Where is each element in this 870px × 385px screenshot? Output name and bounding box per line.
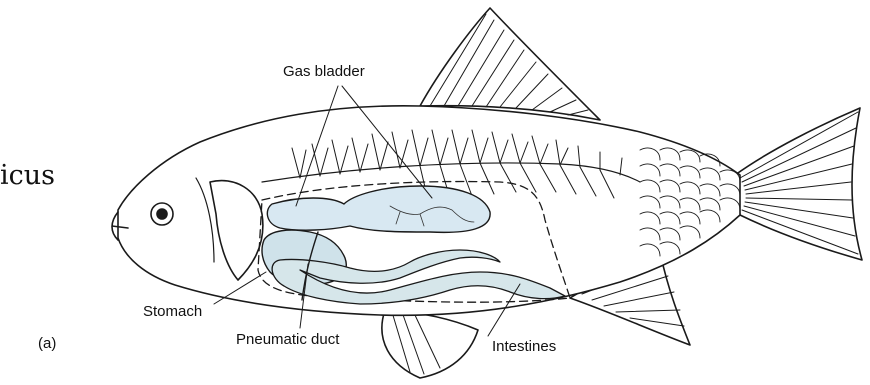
label-intestines: Intestines <box>492 339 556 354</box>
label-stomach: Stomach <box>143 304 202 319</box>
label-gas-bladder: Gas bladder <box>283 64 365 79</box>
label-pneumatic-duct: Pneumatic duct <box>236 332 339 347</box>
caudal-fin <box>735 108 862 260</box>
pelvic-fin <box>382 310 478 378</box>
panel-label: (a) <box>38 336 56 351</box>
fragment-text: icus <box>0 162 55 189</box>
dorsal-fin <box>420 8 600 120</box>
